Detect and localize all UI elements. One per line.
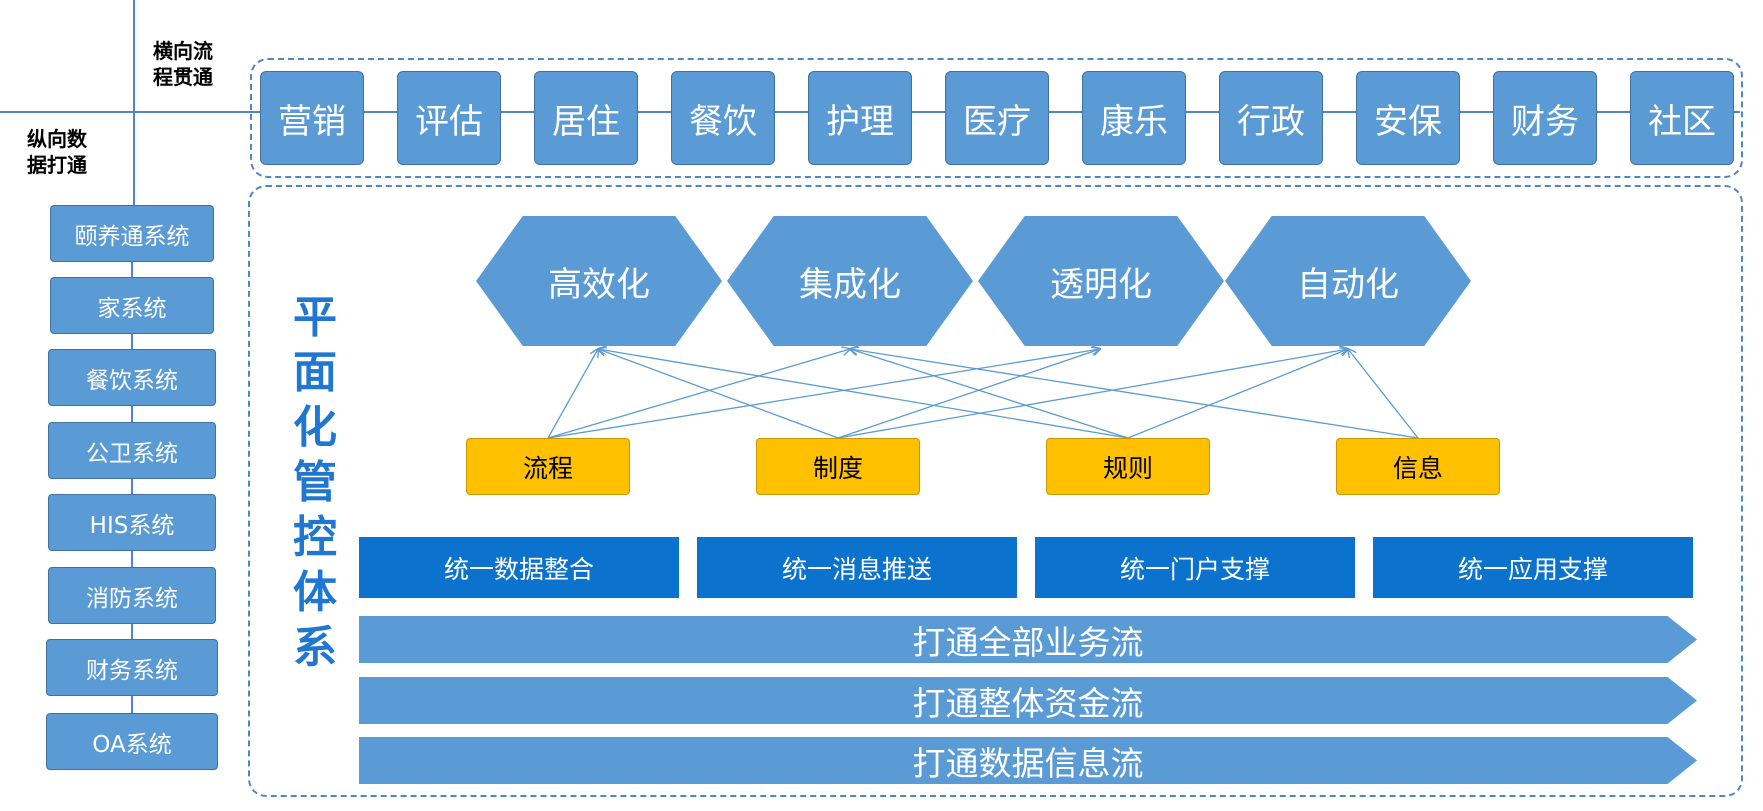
unified-box: 统一应用支撑 [1373, 537, 1693, 598]
foundation-box: 制度 [756, 438, 920, 495]
process-item: 护理 [808, 71, 912, 165]
foundation-box: 规则 [1046, 438, 1210, 495]
unified-box: 统一数据整合 [359, 537, 679, 598]
goal-hexagon: 高效化 [476, 216, 722, 346]
process-item: 医疗 [945, 71, 1049, 165]
process-item: 居住 [534, 71, 638, 165]
flow-arrow: 打通全部业务流 [359, 616, 1697, 663]
system-item: 公卫系统 [48, 422, 216, 479]
horizontal-flow-label: 横向流 程贯通 [153, 39, 213, 89]
system-item: 家系统 [50, 277, 214, 334]
unified-box: 统一消息推送 [697, 537, 1017, 598]
goal-hexagon: 集成化 [727, 216, 973, 346]
goal-hexagon: 透明化 [978, 216, 1224, 346]
flow-arrow: 打通数据信息流 [359, 737, 1697, 784]
process-item: 安保 [1356, 71, 1460, 165]
foundation-box: 信息 [1336, 438, 1500, 495]
flow-arrow: 打通整体资金流 [359, 677, 1697, 724]
process-item: 行政 [1219, 71, 1323, 165]
system-item: 颐养通系统 [50, 205, 214, 262]
system-item: HIS系统 [48, 494, 216, 551]
system-item: OA系统 [46, 713, 218, 770]
foundation-box: 流程 [466, 438, 630, 495]
process-item: 康乐 [1082, 71, 1186, 165]
goal-hexagon: 自动化 [1225, 216, 1471, 346]
system-item: 消防系统 [48, 567, 216, 624]
system-item: 餐饮系统 [48, 349, 216, 406]
system-item: 财务系统 [46, 639, 218, 696]
process-item: 营销 [260, 71, 364, 165]
process-item: 评估 [397, 71, 501, 165]
process-row-frame [250, 58, 1743, 178]
unified-box: 统一门户支撑 [1035, 537, 1355, 598]
main-panel-frame [248, 185, 1743, 797]
vertical-title: 平面化管控体系 [293, 292, 337, 673]
process-item: 餐饮 [671, 71, 775, 165]
vertical-data-label: 纵向数 据打通 [27, 127, 87, 177]
process-item: 财务 [1493, 71, 1597, 165]
process-item: 社区 [1630, 71, 1734, 165]
